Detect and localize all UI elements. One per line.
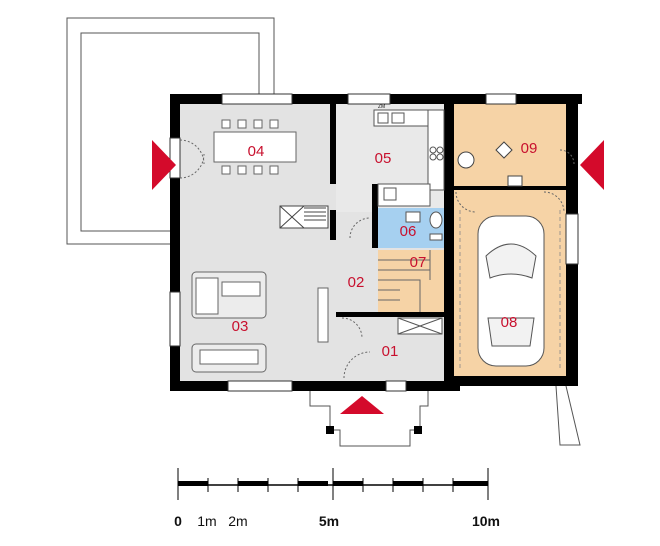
room-number-06: 06 xyxy=(400,223,417,240)
room-number-08: 08 xyxy=(501,314,518,331)
stairs-floor xyxy=(378,250,448,316)
column xyxy=(326,426,334,434)
car xyxy=(477,215,545,367)
room-number-03: 03 xyxy=(232,318,249,335)
scale-label-10m: 10m xyxy=(472,513,500,529)
scale-label-5m: 5m xyxy=(319,513,339,529)
room-number-02: 02 xyxy=(348,274,365,291)
entrance-porch xyxy=(309,385,581,447)
room-number-01: 01 xyxy=(382,343,399,360)
entry-closet xyxy=(397,317,443,335)
washing-machine-label: ZM xyxy=(378,104,385,110)
sofa-set xyxy=(191,271,267,373)
entrance-arrow-west xyxy=(152,140,176,190)
scale-label-1m: 1m xyxy=(197,513,216,529)
room-number-05: 05 xyxy=(375,150,392,167)
kitchen-counters xyxy=(373,109,445,207)
scale-label-2m: 2m xyxy=(228,513,247,529)
boiler-equipment xyxy=(457,141,523,187)
entrance-arrow-south xyxy=(340,396,384,414)
room-number-09: 09 xyxy=(521,140,538,157)
room-number-04: 04 xyxy=(248,143,265,160)
room-number-07: 07 xyxy=(410,254,427,271)
garage-markings xyxy=(459,210,561,370)
bathroom-fixtures xyxy=(405,211,443,241)
scale-label-0: 0 xyxy=(174,513,182,529)
entrance-arrow-east xyxy=(580,140,604,190)
dining-table xyxy=(213,119,297,175)
tv-unit xyxy=(317,287,329,343)
stairs xyxy=(378,250,431,312)
fireplace xyxy=(279,205,329,229)
windows xyxy=(169,93,579,392)
column xyxy=(414,426,422,434)
doors xyxy=(179,139,575,379)
scale-bar xyxy=(177,468,489,500)
